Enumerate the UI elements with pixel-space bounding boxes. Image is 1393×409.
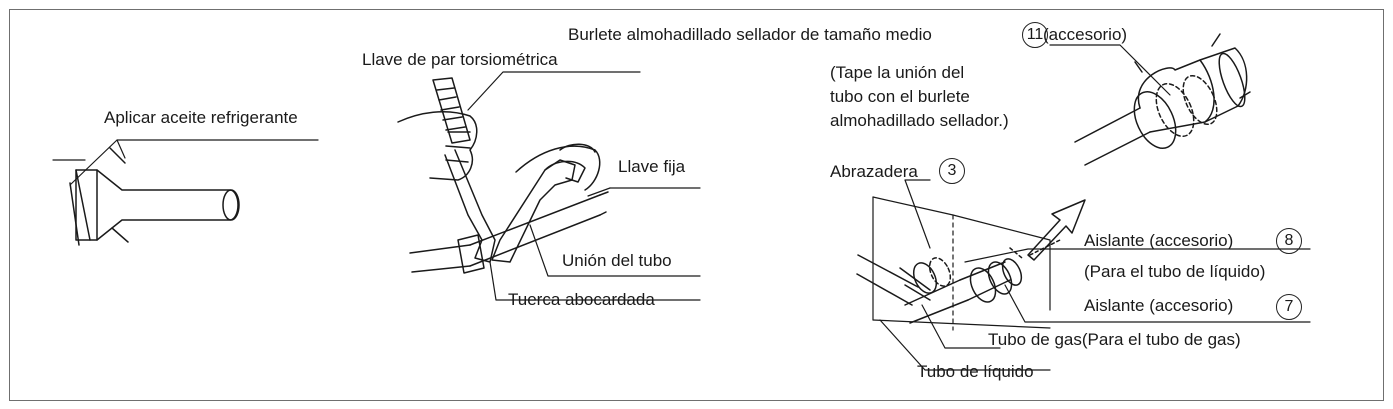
label-torque-wrench: Llave de par torsiométrica (362, 50, 558, 69)
label-clamp: Abrazadera (830, 162, 918, 181)
figure-frame (9, 9, 1384, 401)
label-sealing-pad-accessory: (accesorio) (1043, 25, 1128, 44)
label-tape-note-1: (Tape la unión del (830, 63, 965, 82)
enlarge-arrow (1027, 199, 1086, 261)
label-spanner: Llave fija (618, 157, 686, 176)
connection-box (872, 196, 1051, 331)
label-insulation-7: Aislante (accesorio) (1084, 296, 1234, 315)
label-liquid-pipe-note: (Para el tubo de líquido) (1084, 262, 1266, 281)
pipe-assembly (856, 239, 1061, 324)
label-sealing-pad: Burlete almohadillado sellador de tamaño… (568, 25, 932, 44)
part-number-8: 8 (1276, 228, 1302, 254)
taped-pipe-enlarged (1074, 33, 1251, 166)
label-insulation-8: Aislante (accesorio) (1084, 231, 1234, 250)
part-number-3: 3 (939, 158, 965, 184)
label-gas-pipe: Tubo de gas(Para el tubo de gas) (988, 330, 1241, 349)
label-liquid-pipe: Tubo de líquido (917, 362, 1034, 381)
label-tape-note-2: tubo con el burlete (830, 87, 970, 106)
label-apply-oil: Aplicar aceite refrigerante (104, 108, 298, 127)
apply-oil-leader (52, 139, 319, 186)
flared-pipe-illustration (69, 147, 240, 246)
right-leaders (879, 44, 1311, 371)
label-tape-note-3: almohadillado sellador.) (830, 111, 1009, 130)
label-flare-nut: Tuerca abocardada (508, 290, 655, 309)
wrench-illustration (397, 77, 609, 274)
label-pipe-union: Unión del tubo (562, 251, 672, 270)
part-number-7: 7 (1276, 294, 1302, 320)
part-number-11: 11 (1022, 22, 1048, 48)
wrench-leaders (467, 71, 701, 301)
